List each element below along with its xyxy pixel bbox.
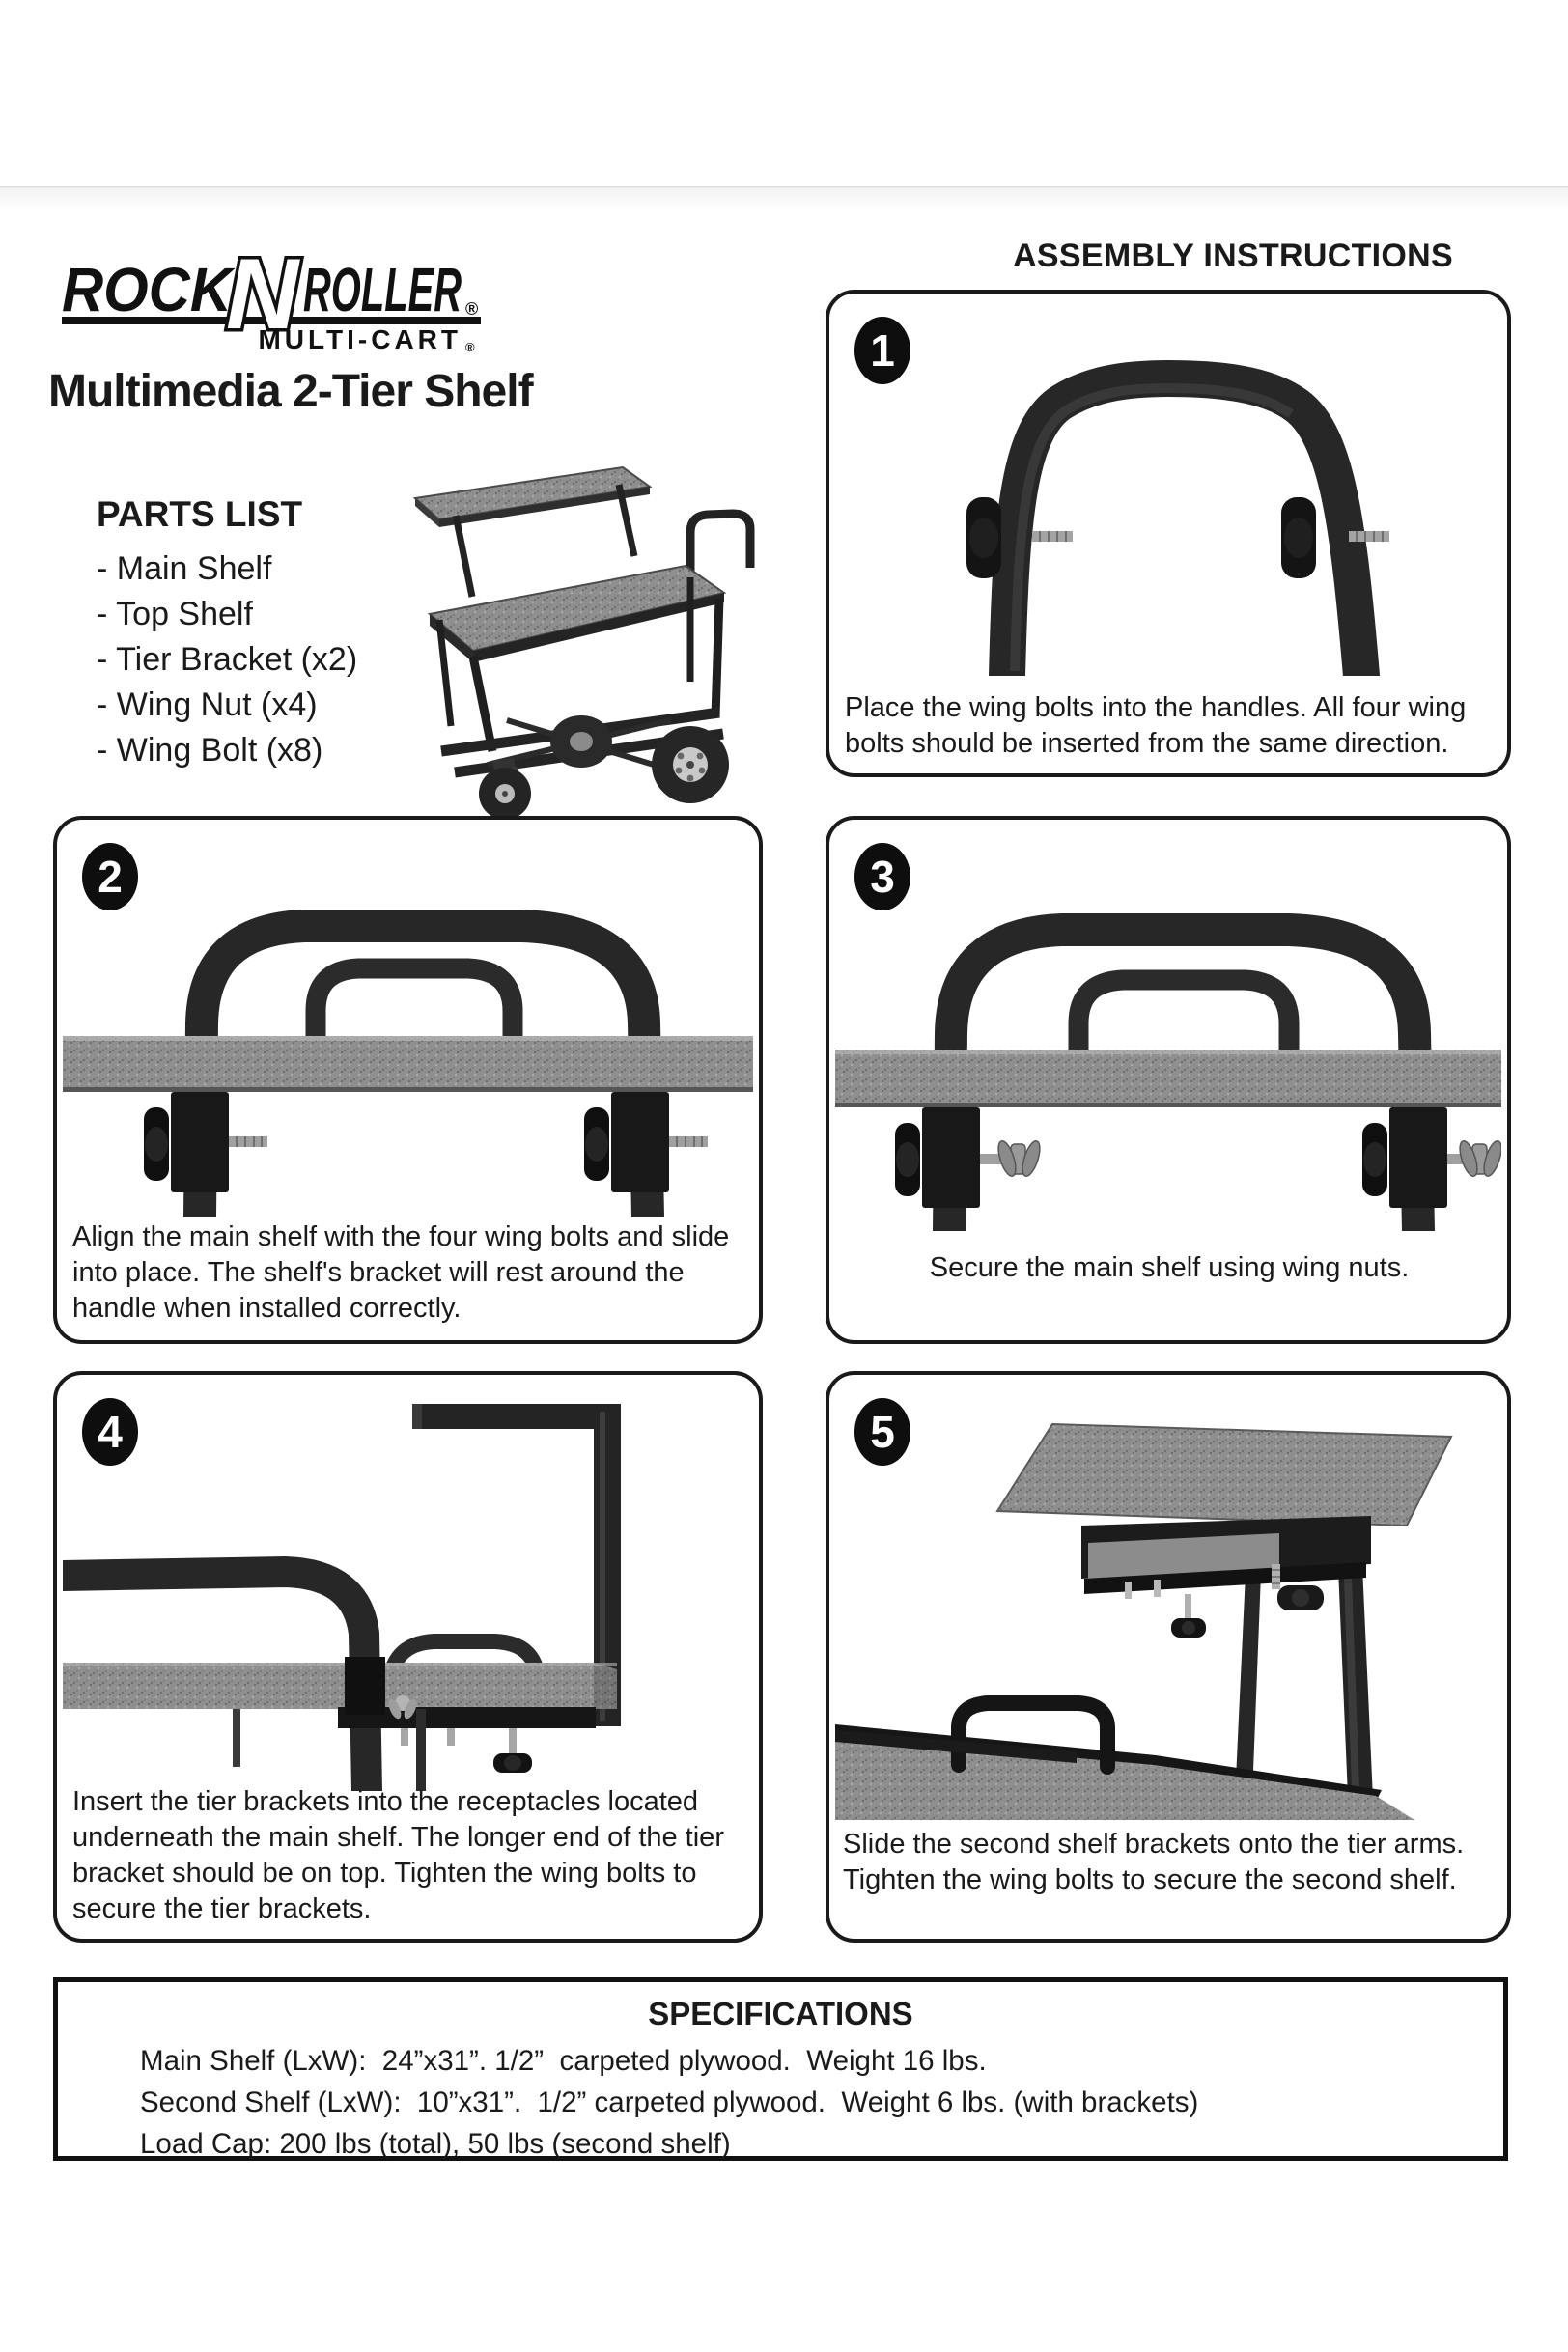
cart-illustration [412,465,755,820]
step-panel-1: 1 Place the wing bolts into the handles.… [826,290,1511,777]
spec-line-main-shelf: Main Shelf (LxW): 24”x31”. 1/2” carpeted… [140,2045,987,2077]
step-panel-2: 2 [53,816,763,1344]
spec-line-second-shelf: Second Shelf (LxW): 10”x31”. 1/2” carpet… [140,2086,1199,2118]
part-item: - Main Shelf [97,550,272,587]
rocknroller-logo: ROCK N ROLLER ® MULTI-CART ® [60,236,490,357]
spec-line-load-cap: Load Cap: 200 lbs (total), 50 lbs (secon… [140,2128,731,2160]
product-title: Multimedia 2-Tier Shelf [48,366,534,417]
specifications-title: SPECIFICATIONS [648,1996,913,2031]
step-number-badge: 2 [82,843,138,910]
shelf-alignment-illustration [63,910,753,1217]
assembly-instructions-heading: ASSEMBLY INSTRUCTIONS [1013,238,1453,274]
step-number-badge: 5 [854,1398,910,1466]
step-caption: Place the wing bolts into the handles. A… [845,692,1467,759]
logo-registered-mark: ® [465,299,478,319]
parts-list-title: PARTS LIST [97,494,303,534]
step-1-figure-handle-with-wing-bolts [835,299,1501,676]
step-number-badge: 4 [82,1398,138,1466]
logo-word-rock: ROCK [62,255,236,324]
step-number-badge: 3 [854,843,910,910]
product-photo-cart [401,431,782,834]
step-panel-4: 4 [53,1371,763,1943]
step-number: 3 [870,852,895,902]
step-number-badge: 1 [854,317,910,384]
logo-subtitle-registered-mark: ® [465,340,475,354]
step-number: 1 [870,325,895,376]
step-number: 2 [98,852,123,902]
wing-nut-secure-illustration [835,913,1501,1231]
step-3-figure-wing-nuts-secured [835,826,1501,1231]
part-item: - Wing Bolt (x8) [97,732,323,769]
tier-bracket-illustration [63,1404,621,1791]
page-top-shadow [0,186,1568,211]
step-caption: Slide the second shelf brackets onto the… [843,1829,1465,1895]
step-panel-5: 5 [826,1371,1511,1943]
specifications-box: SPECIFICATIONS Main Shelf (LxW): 24”x31”… [53,1977,1508,2161]
step-4-figure-tier-brackets [63,1381,753,1791]
handle-wing-bolts-illustration [966,359,1389,676]
step-panel-3: 3 [826,816,1511,1344]
step-5-figure-second-shelf [835,1381,1501,1820]
step-number: 4 [98,1407,123,1457]
logo-subtitle: MULTI-CART [258,324,462,354]
second-shelf-illustration [835,1422,1453,1820]
step-caption: Secure the main shelf using wing nuts. [929,1252,1410,1283]
step-caption: Align the main shelf with the four wing … [72,1221,730,1324]
logo-n-emblem: N [226,243,300,350]
part-item: - Tier Bracket (x2) [97,641,358,678]
step-number: 5 [870,1407,895,1457]
parts-list: PARTS LIST - Main Shelf - Top Shelf - Ti… [97,494,357,773]
step-2-figure-shelf-aligned [63,826,753,1217]
step-caption: Insert the tier brackets into the recept… [72,1786,724,1924]
rocknroller-logo-art: ROCK N ROLLER ® MULTI-CART ® [62,236,481,354]
logo-word-roller: ROLLER [303,255,462,324]
part-item: - Wing Nut (x4) [97,686,318,723]
part-item: - Top Shelf [97,596,253,632]
